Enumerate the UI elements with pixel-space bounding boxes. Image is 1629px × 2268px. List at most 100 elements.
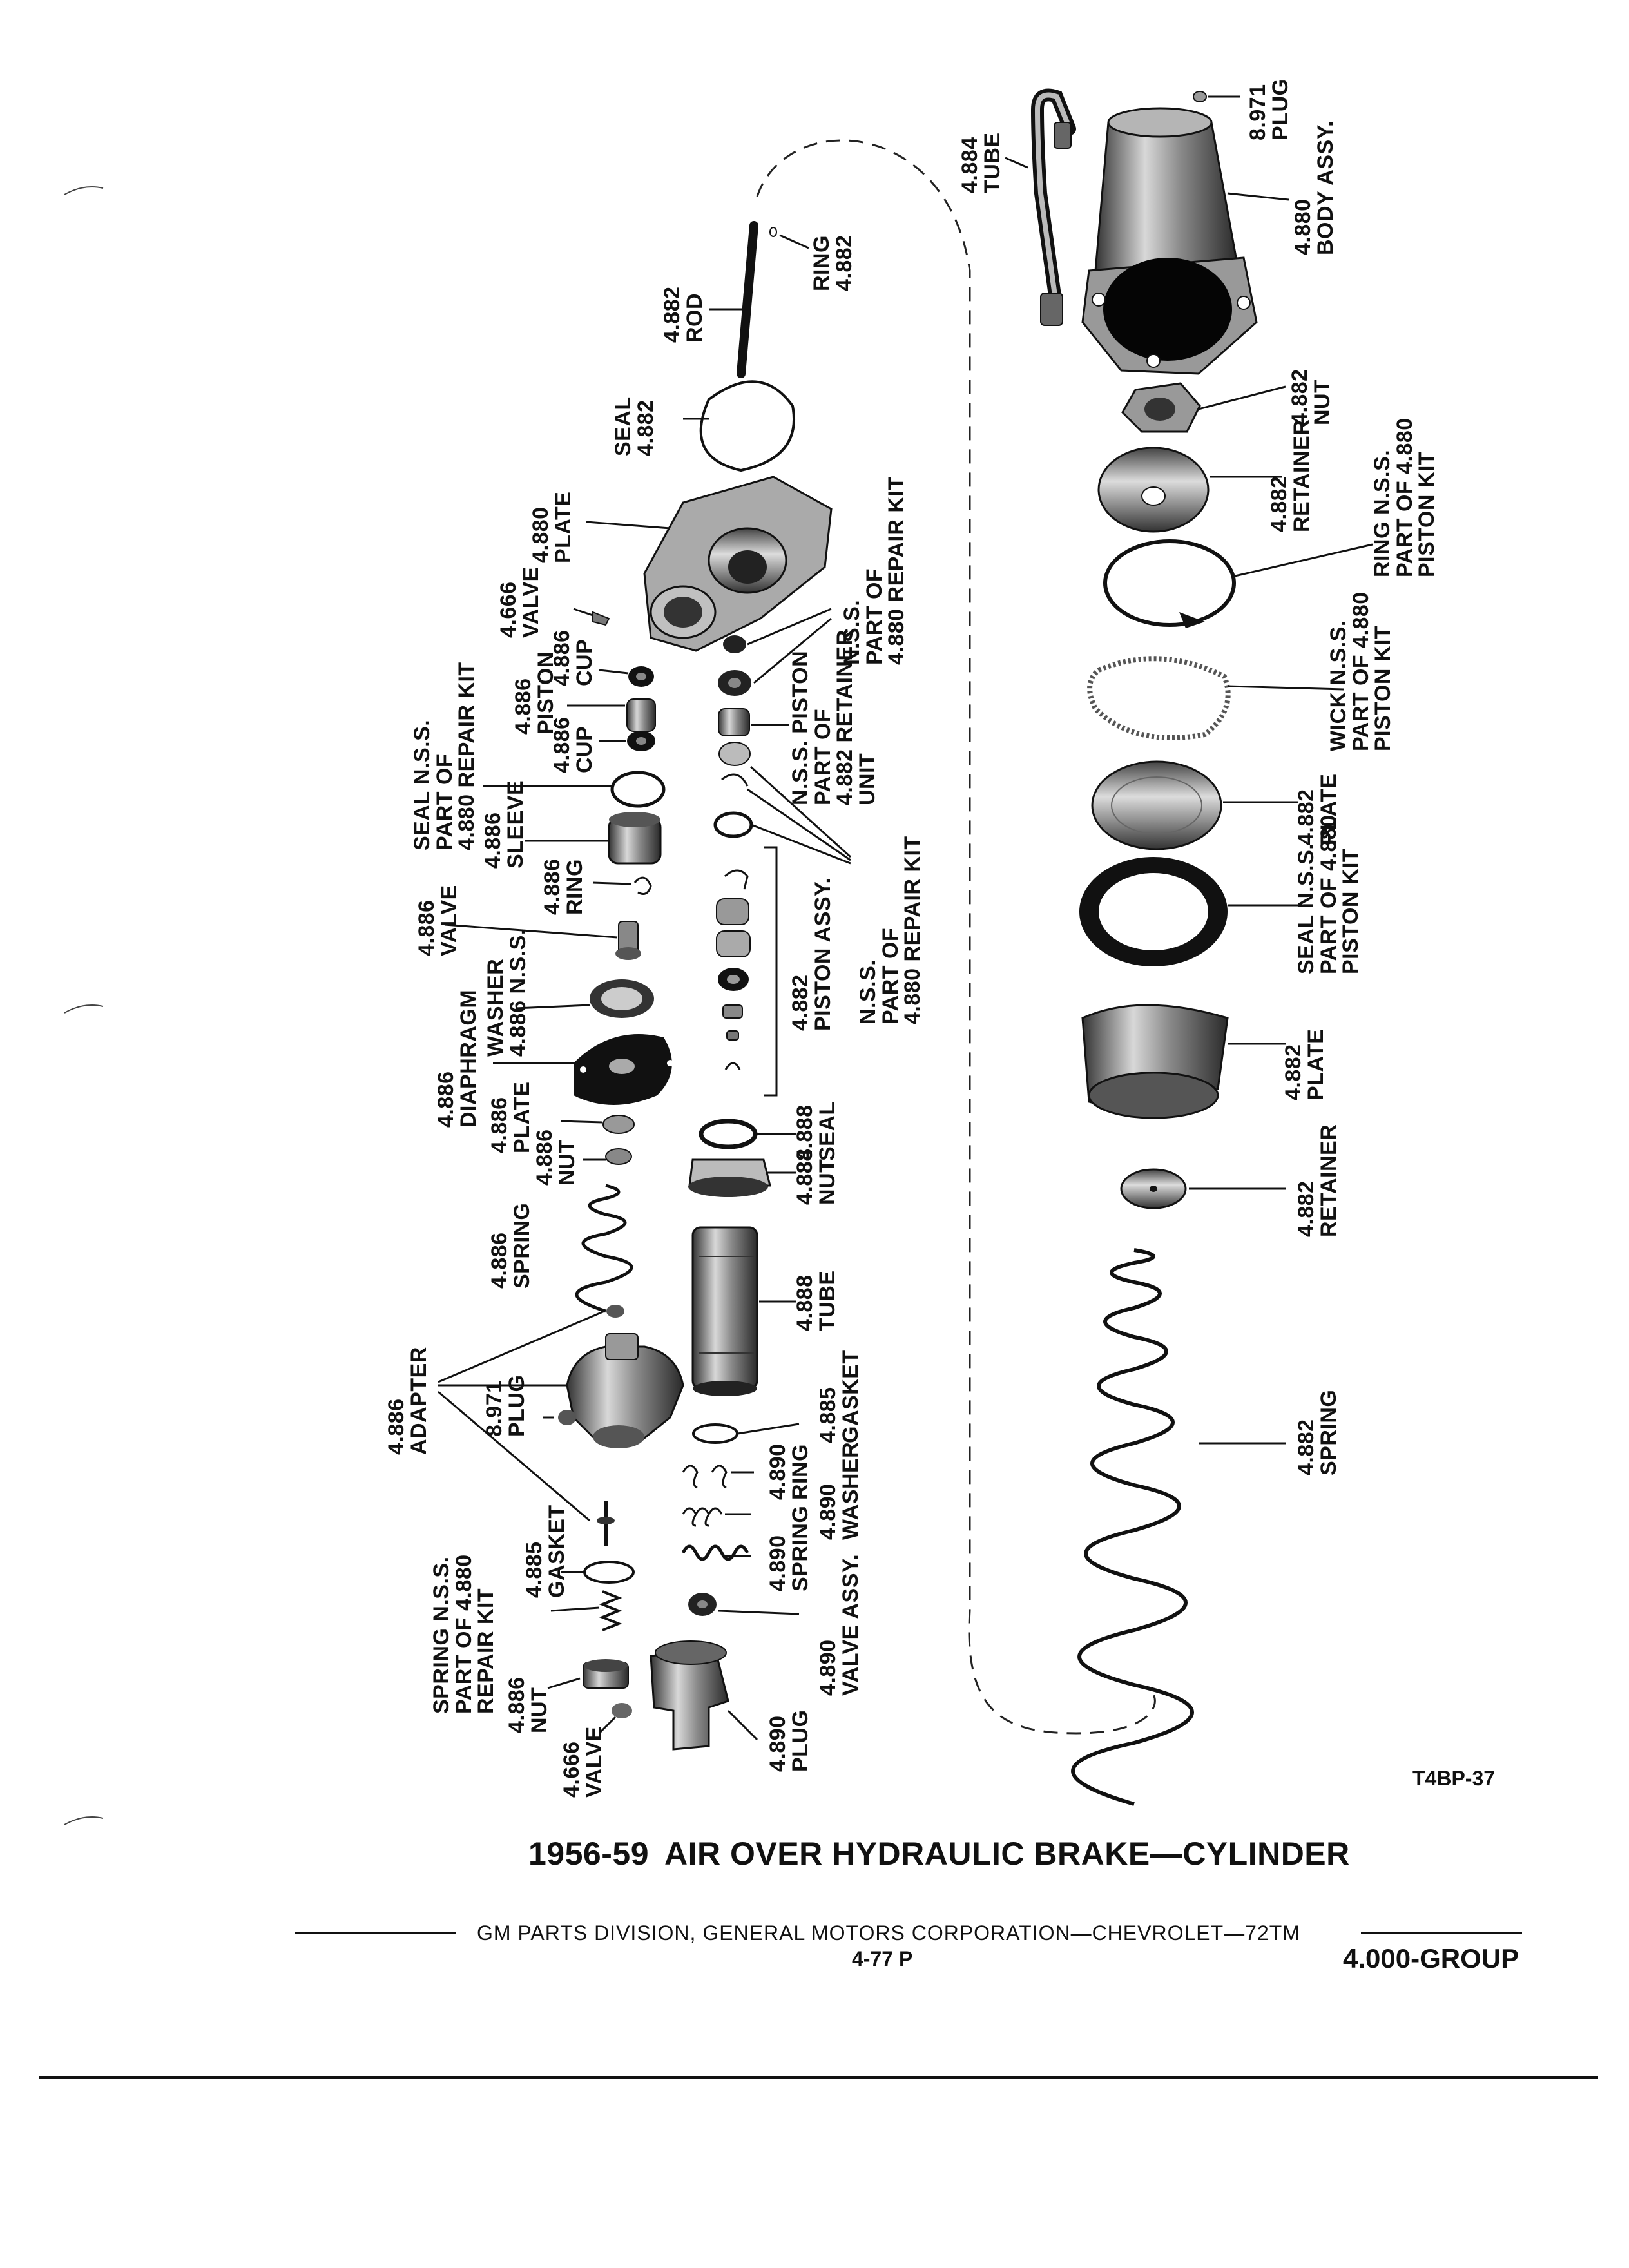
callout-cup-4886b: 4.886 CUP bbox=[550, 716, 597, 773]
callout-ring-nss: RING N.S.S. PART OF 4.880 PISTON KIT bbox=[1370, 418, 1440, 577]
callout-spring-4886: 4.886 SPRING bbox=[487, 1202, 534, 1289]
nss-small-parts bbox=[713, 608, 852, 865]
footer-division: GM PARTS DIVISION, GENERAL MOTORS CORPOR… bbox=[477, 1921, 1300, 1945]
callout-nut-4888: 4.888 NUT bbox=[793, 1148, 840, 1205]
callout-plate-4880: 4.880 PLATE bbox=[528, 491, 575, 563]
group-number: 4.000-GROUP bbox=[1343, 1943, 1519, 1974]
page-title: 1956-59 AIR OVER HYDRAULIC BRAKE—CYLINDER bbox=[528, 1835, 1350, 1872]
sleeve-4886-part bbox=[525, 812, 662, 865]
gasket-4885a-part bbox=[692, 1423, 800, 1444]
callout-spring-4890: 4.890 SPRING bbox=[766, 1505, 813, 1591]
callout-nss-repair-mid: N.S.S. PART OF 4.880 REPAIR KIT bbox=[856, 836, 925, 1024]
callout-sleeve-4886: 4.886 SLEEVE bbox=[481, 780, 528, 869]
valve-4886-part bbox=[444, 921, 641, 960]
ring-4882-part bbox=[769, 227, 809, 249]
retainer-4882a-part bbox=[1097, 447, 1282, 533]
callout-tube-top: 4.884 TUBE bbox=[958, 132, 1005, 193]
seal-4888-part bbox=[699, 1119, 796, 1149]
plug-top-part bbox=[1193, 91, 1240, 102]
callout-nut-4886b: 4.886 NUT bbox=[505, 1677, 552, 1733]
callout-body-assy: 4.880 BODY ASSY. bbox=[1291, 120, 1338, 255]
plug-8971-part bbox=[543, 1410, 576, 1425]
gasket-4885b-part bbox=[561, 1561, 635, 1584]
spring-nss-part bbox=[550, 1590, 622, 1631]
tube-4888-part bbox=[691, 1226, 796, 1396]
plate-4882a-part bbox=[1091, 760, 1298, 850]
cup-4886b-part bbox=[599, 731, 655, 751]
title-years: 1956-59 bbox=[528, 1836, 649, 1872]
ring-4886-part bbox=[592, 876, 652, 895]
tube-top-part bbox=[1005, 88, 1076, 326]
seal-top-part bbox=[683, 380, 796, 472]
callout-rod: 4.882 ROD bbox=[660, 286, 707, 343]
spring-4890-part bbox=[681, 1544, 751, 1561]
scan-mark bbox=[64, 186, 104, 195]
wick-nss-part bbox=[1087, 656, 1344, 740]
footer-rule-right bbox=[1361, 1932, 1522, 1934]
valve-4666b-part bbox=[598, 1703, 632, 1735]
plate-4880-part bbox=[586, 476, 833, 652]
callout-gasket-4885a: 4.885 GASKET bbox=[816, 1350, 863, 1443]
callout-retainer-4882a: 4.882 RETAINER bbox=[1267, 419, 1314, 532]
ring-4890-part bbox=[682, 1465, 754, 1489]
nut-4886b-part bbox=[547, 1659, 629, 1689]
callout-seal-top: SEAL 4.882 bbox=[611, 396, 658, 456]
valve-4666a-part bbox=[573, 608, 610, 626]
piston-assy-parts bbox=[716, 846, 778, 1097]
callout-wick-nss: WICK N.S.S. PART OF 4.880 PISTON KIT bbox=[1326, 591, 1396, 751]
scan-mark bbox=[64, 1004, 104, 1014]
figure-code: T4BP-37 bbox=[1412, 1767, 1496, 1790]
spring-4882-part bbox=[1071, 1248, 1286, 1806]
callout-plug-4890: 4.890 PLUG bbox=[766, 1709, 813, 1772]
callout-piston-assy: 4.882 PISTON ASSY. bbox=[788, 877, 835, 1031]
callout-adapter: 4.886 ADAPTER bbox=[384, 1347, 431, 1455]
plate-4882b-part bbox=[1081, 1004, 1286, 1119]
adapter-part bbox=[438, 1305, 684, 1546]
callout-tube-4888: 4.888 TUBE bbox=[793, 1270, 840, 1331]
callout-retainer-4882b: 4.882 RETAINER bbox=[1294, 1124, 1341, 1237]
spring-4886-part bbox=[575, 1184, 633, 1313]
callout-washer-4890: 4.890 WASHER bbox=[816, 1441, 863, 1540]
cup-4886a-part bbox=[599, 666, 654, 687]
seal-nss-piston-part bbox=[1079, 857, 1298, 966]
plate-4886-part bbox=[560, 1115, 635, 1134]
callout-valve-4666b: 4.666 VALVE bbox=[559, 1726, 606, 1798]
callout-plug-top: 8.971 PLUG bbox=[1246, 78, 1293, 140]
retainer-4882b-part bbox=[1120, 1168, 1286, 1209]
plug-4890-part bbox=[650, 1640, 758, 1751]
valve-assy-4890-part bbox=[688, 1593, 800, 1616]
assembly-dashed-path bbox=[756, 139, 1156, 1735]
callout-washer-nss: WASHER 4.886 N.S.S. bbox=[483, 928, 530, 1057]
scan-mark bbox=[64, 1816, 104, 1825]
ring-nss-part bbox=[1103, 539, 1373, 628]
callout-plate-4886: 4.886 PLATE bbox=[487, 1081, 534, 1153]
diaphragm-part bbox=[493, 1034, 673, 1105]
callout-ring-4886: 4.886 RING bbox=[540, 858, 587, 915]
callout-valve-assy-4890: 4.890 VALVE ASSY. bbox=[816, 1553, 863, 1696]
callout-seal-nss-repair: SEAL N.S.S. PART OF 4.880 REPAIR KIT bbox=[410, 662, 479, 850]
callout-nut-4882: 4.882 NUT bbox=[1287, 369, 1335, 425]
washer-4890-part bbox=[682, 1507, 751, 1527]
rod-part bbox=[709, 221, 758, 378]
callout-spring-4882: 4.882 SPRING bbox=[1294, 1389, 1341, 1475]
page-number: 4-77 P bbox=[852, 1947, 913, 1970]
callout-gasket-4885b: 4.885 GASKET bbox=[522, 1504, 569, 1598]
footer-rule-left bbox=[295, 1932, 456, 1934]
callout-diaphragm: 4.886 DIAPHRAGM bbox=[434, 989, 481, 1128]
callout-spring-nss: SPRING N.S.S. PART OF 4.880 REPAIR KIT bbox=[429, 1554, 499, 1714]
seal-nss-repair-part bbox=[483, 771, 666, 808]
nut-4888-part bbox=[688, 1158, 796, 1197]
callout-plate-4882b: 4.882 PLATE bbox=[1281, 1028, 1328, 1100]
callout-ring-4890: 4.890 RING bbox=[766, 1443, 813, 1500]
callout-nut-4886a: 4.886 NUT bbox=[532, 1129, 579, 1186]
callout-ring-4882: RING 4.882 bbox=[809, 235, 856, 291]
body-assy-part bbox=[1081, 107, 1289, 375]
nut-4886a-part bbox=[583, 1148, 632, 1165]
callout-valve-4666a: 4.666 VALVE bbox=[496, 566, 543, 638]
piston-4886-part bbox=[567, 698, 656, 732]
callout-nss-piston-retainer: N.S.S. PISTON PART OF 4.882 RETAINER UNI… bbox=[788, 629, 880, 805]
washer-nss-part bbox=[515, 979, 654, 1018]
title-text: AIR OVER HYDRAULIC BRAKE—CYLINDER bbox=[664, 1836, 1350, 1872]
callout-valve-4886: 4.886 VALVE bbox=[414, 885, 461, 956]
